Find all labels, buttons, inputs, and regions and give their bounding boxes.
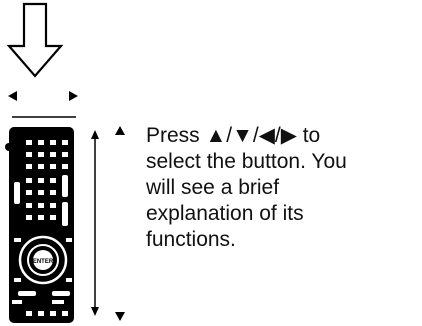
instruction-line-3: will see a brief — [146, 176, 280, 199]
instruction-line-4: explanation of its — [146, 202, 304, 225]
remote-illustration: ENTER — [5, 2, 125, 323]
instruction-line-2: select the button. You — [146, 150, 347, 173]
instruction-line-5: functions. — [146, 228, 236, 251]
up-down-arrows-icon — [91, 130, 99, 316]
instruction-text: Press ▲/▼/◀/▶ to select the button. You … — [146, 123, 416, 253]
enter-label: ENTER — [33, 259, 54, 265]
remote-control: ENTER — [5, 127, 74, 323]
left-right-arrows-icon — [8, 91, 78, 118]
down-arrow-icon — [6, 2, 64, 78]
down-marker-icon — [115, 312, 125, 321]
up-marker-icon — [115, 126, 125, 135]
instruction-line-1: Press ▲/▼/◀/▶ to — [146, 124, 321, 147]
